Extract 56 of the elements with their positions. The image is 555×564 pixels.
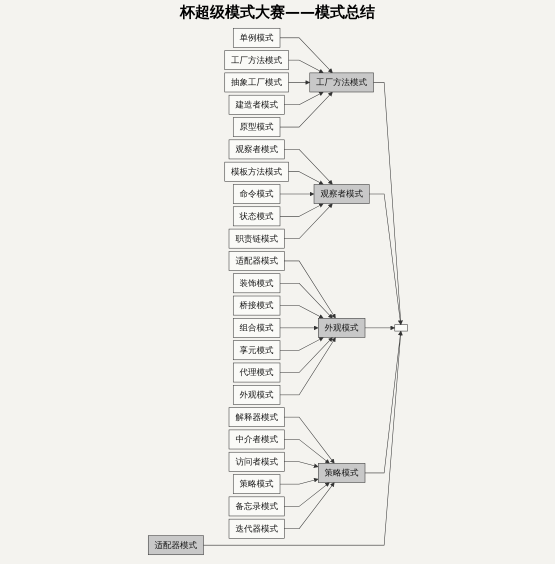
node-box: 组合模式 [232,318,280,338]
node-box: 适配器模式 [148,535,204,556]
arrow [368,194,402,325]
arrow [279,38,332,74]
node-box: 外观模式 [232,385,280,405]
node-box: 代理模式 [232,362,280,382]
node-box [394,324,408,332]
node-box: 适配器模式 [228,251,284,271]
node-box: 职责链模式 [228,228,284,248]
arrow [364,326,395,330]
node-box: 单例模式 [232,28,280,48]
node-box: 装饰模式 [232,273,280,294]
node-box: 解释器模式 [228,407,284,427]
node-box: 工厂方法模式 [224,50,288,70]
node-box: 桥接模式 [232,296,280,316]
arrow [279,92,332,128]
arrow [288,60,324,74]
node-box: 享元模式 [232,340,280,360]
node-box: 备忘录模式 [228,496,284,516]
arrow [288,80,310,85]
arrow [284,260,336,319]
node-box: 中介者模式 [228,430,284,450]
arrow [279,478,318,484]
node-box: 外观模式 [318,318,365,338]
arrow [284,439,330,464]
arrow [279,326,318,330]
arrow [279,192,314,196]
title: 杯超级模式大赛——模式总结 [178,3,376,22]
node-box: 命令模式 [232,184,280,204]
arrow [202,330,402,546]
node-box: 观察者模式 [313,184,370,204]
node-box: 抽象工厂模式 [224,72,288,92]
node-box: 策略模式 [232,474,280,494]
node-box: 观察者模式 [228,140,284,160]
arrow [279,283,332,319]
arrow [279,305,324,319]
arrow [284,416,334,464]
arrow [288,171,324,185]
node-box: 访问者模式 [228,452,284,472]
arrow [284,92,324,106]
node-box: 策略模式 [318,463,365,483]
arrow [284,462,318,468]
arrow [284,203,332,239]
node-box: 模板方法模式 [224,162,288,182]
node-box: 状态模式 [232,206,280,226]
node-box: 建造者模式 [228,94,284,115]
node-box: 原型模式 [232,117,280,137]
node-box: 迭代器模式 [228,518,284,539]
arrow [284,482,334,529]
arrow [279,203,324,217]
arrow [284,482,330,507]
arrow [279,337,336,396]
arrow [279,337,324,350]
arrow [284,149,332,185]
arrow [279,337,332,373]
node-box: 工厂方法模式 [309,72,374,92]
